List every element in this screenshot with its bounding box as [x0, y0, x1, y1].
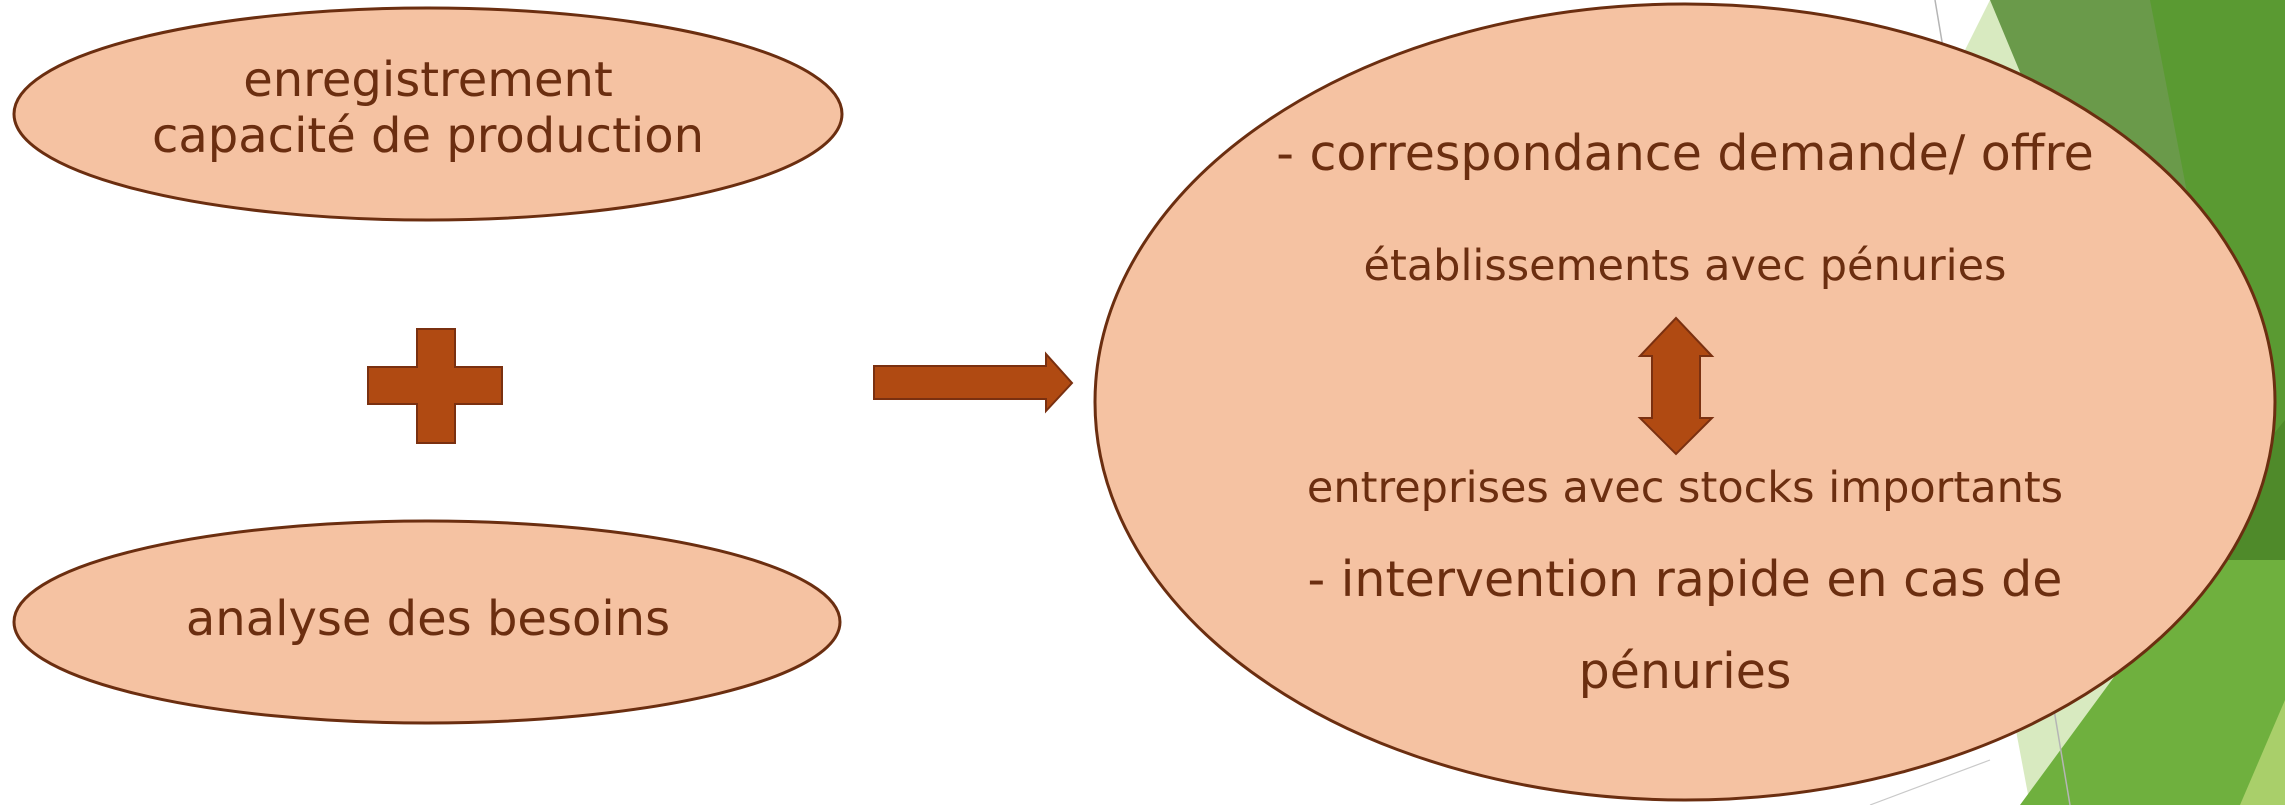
bullet-rapid-intervention-line2: pénuries: [1578, 643, 1792, 700]
bullet-demand-supply-match: - correspondance demande/ offre: [1276, 125, 2094, 182]
right-arrow-icon: [873, 351, 1074, 414]
up-down-arrow-icon: [1637, 316, 1715, 456]
ellipse-needs-analysis: [12, 519, 842, 725]
registration-label-line2: capacité de production: [151, 108, 705, 164]
plus-icon: [367, 328, 503, 444]
bullet-rapid-intervention-line1: - intervention rapide en cas de: [1307, 551, 2063, 608]
registration-label-line1: enregistrement: [243, 52, 613, 108]
ellipse-registration: [12, 6, 844, 222]
needs-analysis-label: analyse des besoins: [185, 591, 671, 647]
companies-with-large-stocks: entreprises avec stocks importants: [1306, 463, 2064, 513]
green-shape-light: [2240, 700, 2285, 805]
decorative-thin-line-2: [1869, 759, 1991, 805]
establishments-with-shortages: établissements avec pénuries: [1363, 241, 2007, 291]
